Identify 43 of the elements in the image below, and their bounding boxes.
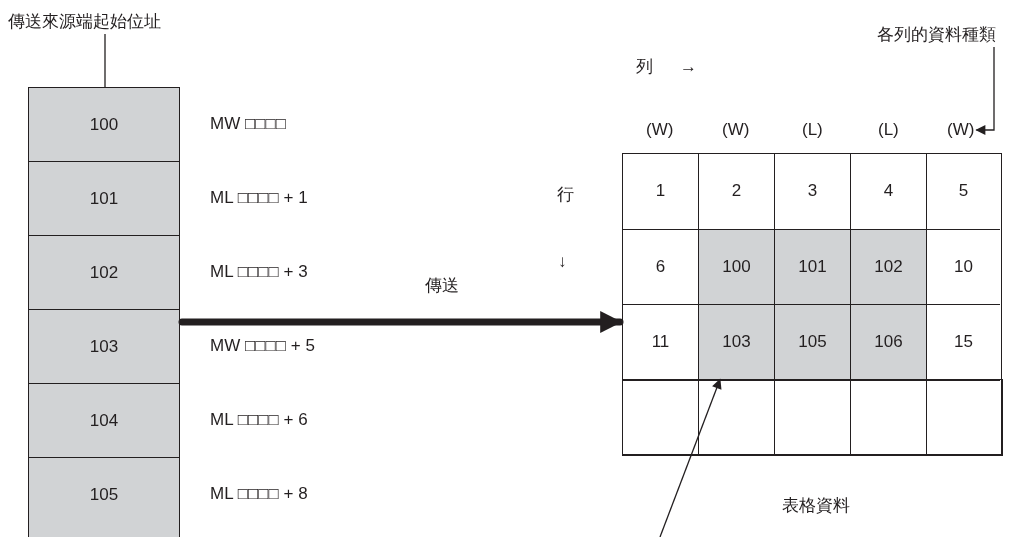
heading-text: 傳送來源端起始位址 (8, 12, 161, 32)
table-cell: 106 (851, 305, 927, 381)
axis-label: 行 (557, 185, 574, 205)
address-text: MW □□□□ (210, 114, 286, 134)
empty-table-cell (773, 379, 851, 456)
table-cell: 2 (699, 154, 775, 230)
type-label: (L) (878, 120, 899, 140)
empty-table-cell (925, 379, 1003, 456)
address-text: MW □□□□ + 5 (210, 336, 315, 356)
table-cell: 5 (927, 154, 1000, 230)
address-text: ML □□□□ + 6 (210, 410, 308, 430)
caption-text: 表格資料 (782, 496, 850, 516)
transfer-arrow (178, 311, 624, 333)
leader-arrow (659, 378, 722, 537)
table-cell: 102 (851, 229, 927, 305)
edge-label: 傳送 (425, 276, 459, 296)
direction-arrow: → (680, 57, 697, 77)
address-text: ML □□□□ + 8 (210, 484, 308, 504)
leader-line (104, 33, 106, 88)
direction-arrow: ↓ (558, 252, 567, 272)
heading-text: 各列的資料種類 (877, 25, 996, 45)
empty-table-cell (621, 379, 699, 456)
address-text: ML □□□□ + 1 (210, 188, 308, 208)
data-table (622, 153, 1002, 455)
type-label: (W) (722, 120, 750, 140)
table-cell: 1 (623, 154, 699, 230)
table-cell: 103 (699, 305, 775, 381)
type-label: (W) (646, 120, 674, 140)
type-label: (W) (947, 120, 975, 140)
table-cell: 101 (775, 229, 851, 305)
leader-arrow (975, 46, 995, 135)
table-cell: 4 (851, 154, 927, 230)
empty-table-cell (849, 379, 927, 456)
address-text: ML □□□□ + 3 (210, 262, 308, 282)
axis-label: 列 (636, 57, 653, 77)
table-cell: 3 (775, 154, 851, 230)
empty-table-cell (697, 379, 775, 456)
memory-stack (28, 87, 180, 537)
type-label: (L) (802, 120, 823, 140)
table-cell: 105 (775, 305, 851, 381)
table-cell: 100 (699, 229, 775, 305)
table-cell: 10 (927, 229, 1000, 305)
table-cell: 15 (927, 305, 1000, 381)
